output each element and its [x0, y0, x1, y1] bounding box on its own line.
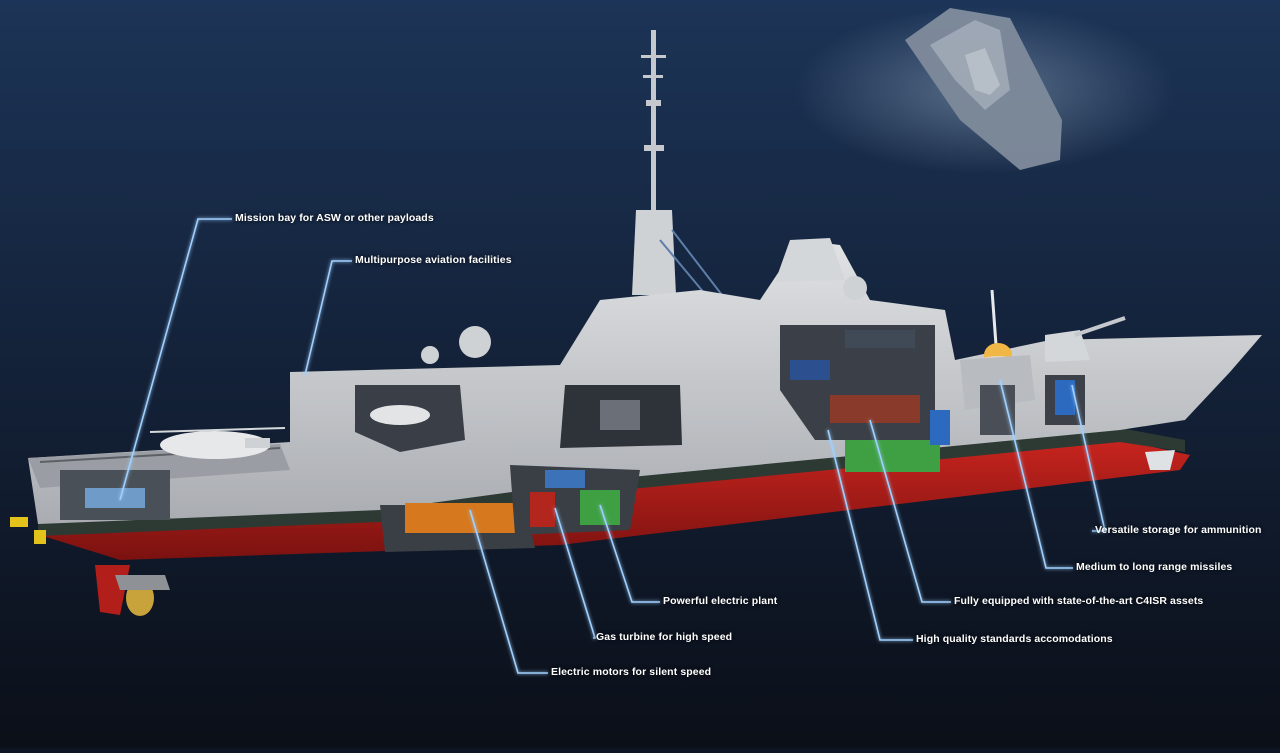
- main-gun-icon: [1045, 316, 1126, 362]
- callout-line-mission-bay: [119, 218, 232, 501]
- hangar-cutaway: [355, 385, 465, 452]
- stern-fender-icon: [10, 517, 46, 544]
- ops-room-cutaway: [560, 385, 682, 448]
- callout-ammunition: Versatile storage for ammunition: [1095, 524, 1262, 536]
- mission-bay-cutaway: [60, 470, 170, 520]
- callout-line-missiles: [999, 379, 1073, 569]
- callout-mission-bay: Mission bay for ASW or other payloads: [235, 212, 434, 224]
- radome-icons: [421, 238, 867, 364]
- callout-gas-turbine: Gas turbine for high speed: [596, 631, 733, 643]
- anchor-icon: [1145, 450, 1175, 470]
- callout-line-ammunition: [1071, 384, 1107, 532]
- callout-aviation: Multipurpose aviation facilities: [355, 254, 512, 266]
- callout-electric-motors: Electric motors for silent speed: [551, 666, 712, 678]
- callout-line-aviation: [304, 260, 352, 376]
- hull-grey-superstructure: [28, 240, 1262, 524]
- callout-line-electric-plant: [599, 504, 660, 603]
- callout-accomodations: High quality standards accomodations: [916, 633, 1113, 645]
- callout-c4isr: Fully equipped with state-of-the-art C4I…: [954, 595, 1204, 607]
- missile-launch-icon: [960, 289, 1085, 435]
- c4isr-cutaway: [780, 325, 950, 472]
- callout-line-accomodations: [827, 429, 913, 641]
- callout-lines: [119, 218, 1107, 674]
- callout-line-gas-turbine: [554, 507, 597, 639]
- escort-ship-icon: [795, 5, 1175, 175]
- callout-electric-plant: Powerful electric plant: [663, 595, 778, 607]
- helicopter-icon: [149, 427, 286, 459]
- callout-line-c4isr: [869, 419, 951, 603]
- callout-line-electric-motors: [469, 509, 548, 674]
- propeller-icon: [95, 565, 170, 616]
- callout-missiles: Medium to long range missiles: [1076, 561, 1233, 573]
